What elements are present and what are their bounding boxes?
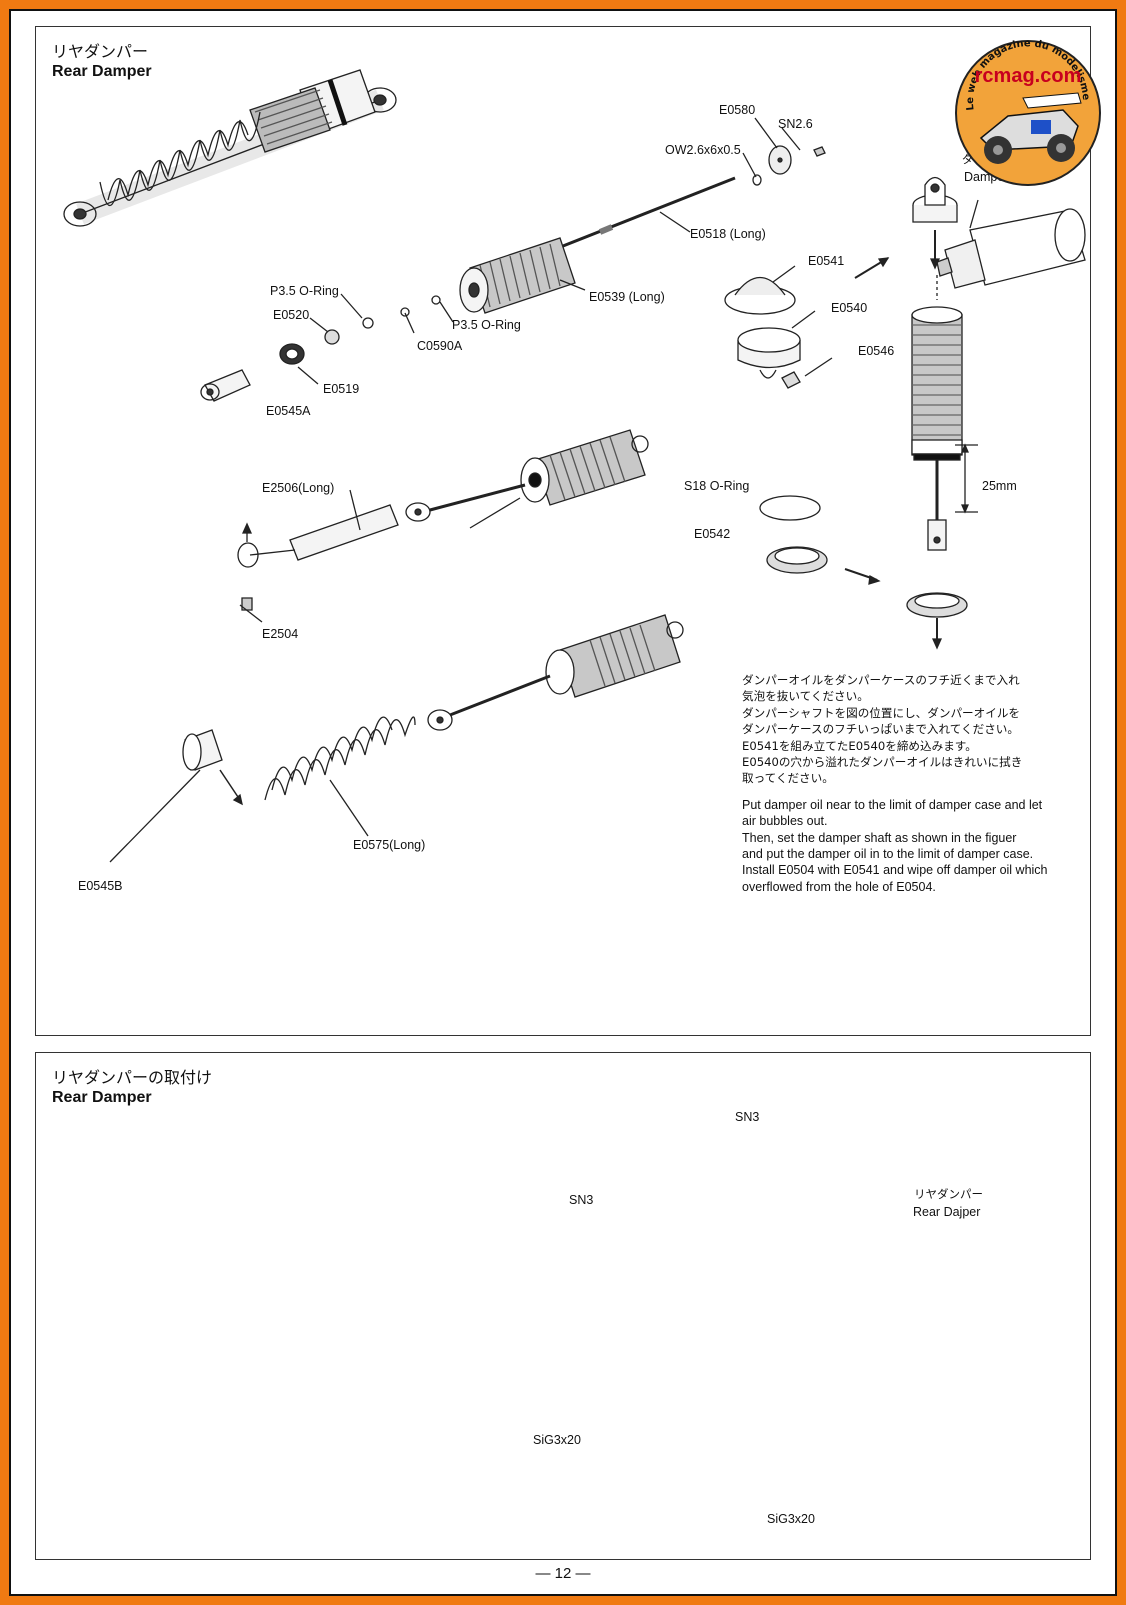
label-p3-5-oring-1: P3.5 O-Ring — [270, 284, 339, 298]
section-title-jp: リヤダンパーの取付け — [52, 1068, 213, 1087]
instruction-en-line: overflowed from the hole of E0504. — [742, 879, 936, 894]
damper-body-drawing — [459, 237, 586, 314]
spring-damper-drawing — [109, 614, 684, 863]
middle-damper-drawing — [237, 429, 649, 623]
instruction-jp-line: E0541を組み立てたE0540を締め込みます。 — [742, 738, 977, 753]
label-e0520: E0520 — [273, 308, 310, 322]
instruction-jp-line: ダンパーオイルをダンパーケースのフチ近くまで入れ — [742, 673, 1020, 687]
label-e0542: E0542 — [694, 527, 731, 541]
label-rear-damper-jp: リヤダンパー — [914, 1187, 983, 1201]
assembled-damper-drawing — [63, 69, 397, 227]
section-title-jp: リヤダンパー — [52, 42, 149, 61]
label-e0575: E0575(Long) — [353, 838, 426, 852]
buggy-icon — [979, 92, 1082, 164]
section-title: Rear Damper — [52, 1089, 152, 1106]
instruction-jp-line: ダンパーシャフトを図の位置にし、ダンパーオイルを — [742, 705, 1021, 720]
label-e2504: E2504 — [262, 627, 299, 641]
label-c0590a: C0590A — [417, 339, 463, 353]
instruction-jp-line: 気泡を抜いてください。 — [742, 689, 869, 704]
label-e0545a: E0545A — [266, 404, 311, 418]
assembly-instructions: ダンパーオイルをダンパーケースのフチ近くまで入れ 気泡を抜いてください。 ダンパ… — [742, 672, 1082, 895]
label-25mm: 25mm — [982, 479, 1017, 493]
label-e0540: E0540 — [831, 301, 868, 315]
page-number: — 12 — — [535, 1565, 591, 1582]
label-e0545b: E0545B — [78, 879, 123, 893]
label-rear-damper: Rear Dajper — [913, 1205, 981, 1219]
label-e2506: E2506(Long) — [262, 481, 335, 495]
instruction-jp-line: E0540の穴から溢れたダンパーオイルはきれいに拭き — [742, 755, 1023, 770]
label-e0518: E0518 (Long) — [690, 227, 766, 241]
label-sn3-right: SN3 — [735, 1110, 760, 1124]
label-sn3-left: SN3 — [569, 1193, 594, 1207]
instruction-en-line: Install E0504 with E0541 and wipe off da… — [742, 863, 1048, 878]
rear-damper-mounting-panel — [35, 1052, 1091, 1560]
instruction-en-line: Put damper oil near to the limit of damp… — [742, 797, 1043, 812]
label-e0580: E0580 — [719, 103, 756, 117]
section-title: Rear Damper — [52, 63, 152, 80]
label-sig3x20-right: SiG3x20 — [767, 1512, 815, 1526]
rcmag-logo: Le web magazine du modelisme rcmag.com — [955, 38, 1101, 186]
label-ow-washer: OW2.6x6x0.5 — [665, 143, 741, 157]
instruction-jp-line: ダンパーケースのフチいっぱいまで入れてください。 — [742, 722, 1019, 737]
logo-brand: rcmag.com — [975, 65, 1082, 87]
instruction-en-line: air bubbles out. — [742, 814, 828, 829]
page-inner-border — [9, 9, 1117, 1596]
rear-damper-assembly-panel — [35, 26, 1091, 1036]
instruction-en-line: Then, set the damper shaft as shown in t… — [742, 830, 1017, 845]
label-e0539: E0539 (Long) — [589, 290, 665, 304]
label-sn2-6: SN2.6 — [778, 117, 813, 131]
damper-oil-bottle-drawing — [936, 199, 1086, 300]
label-e0541: E0541 — [808, 254, 845, 268]
label-e0519: E0519 — [323, 382, 360, 396]
label-sig3x20-left: SiG3x20 — [533, 1433, 581, 1447]
label-e0546: E0546 — [858, 344, 895, 358]
instruction-jp-line: 取ってください。 — [742, 771, 834, 786]
damper-case-drawing — [911, 176, 978, 551]
label-s18-oring: S18 O-Ring — [684, 479, 750, 493]
label-p3-5-oring-2: P3.5 O-Ring — [452, 318, 521, 332]
instruction-en-line: and put the damper oil in to the limit o… — [742, 847, 1034, 862]
